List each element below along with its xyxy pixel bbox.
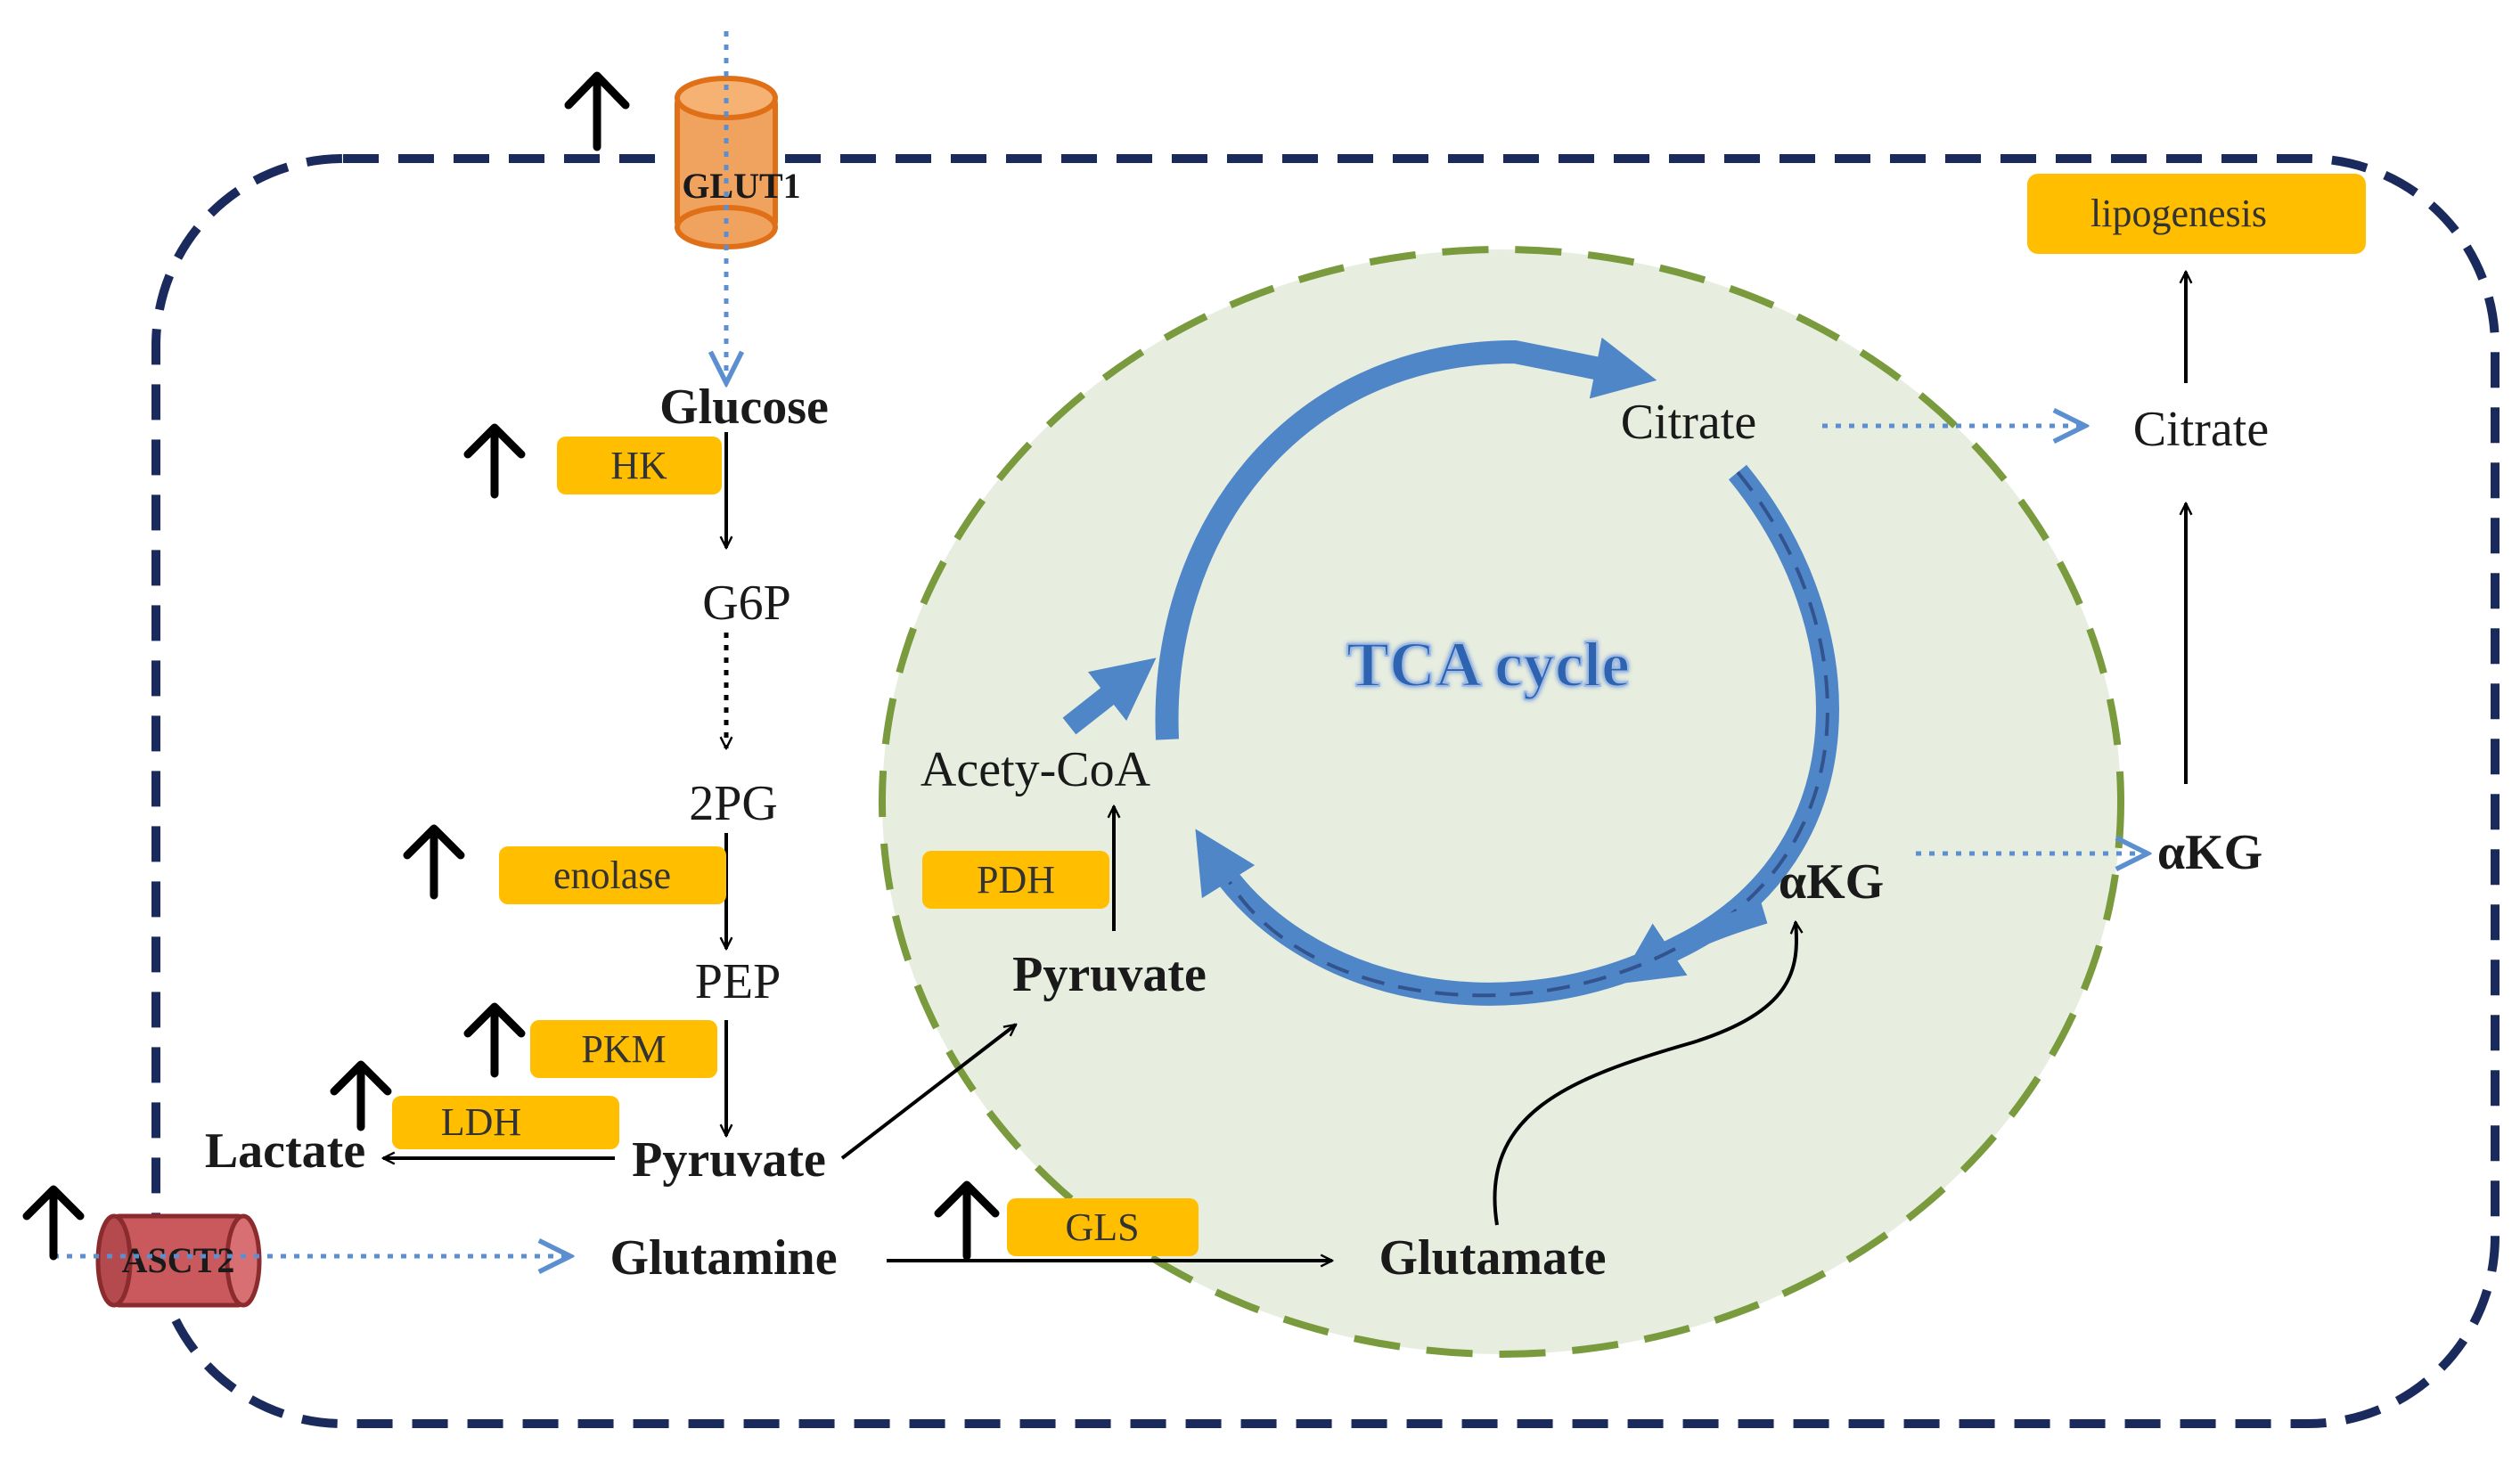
glucose-label: Glucose <box>659 380 829 435</box>
up-arrow-enolase <box>403 824 465 900</box>
lipogenesis-box <box>2027 174 2366 254</box>
pkm-box <box>530 1020 717 1078</box>
pyruvate-mito-label: Pyruvate <box>1012 947 1207 1002</box>
tca-cycle-arrows <box>1062 337 1839 1006</box>
mitochondrion <box>879 246 2124 1358</box>
tca-arc-bottom-dash <box>1228 880 1676 998</box>
pep-label: PEP <box>695 954 781 1009</box>
enolase-box <box>499 846 726 904</box>
transport-arrows <box>53 31 2148 1256</box>
up-arrow-pkm <box>463 1002 526 1078</box>
up-arrow-ldh <box>330 1060 392 1131</box>
glut1-label: GLUT1 <box>682 166 800 206</box>
tca-arc-upper <box>1155 337 1657 740</box>
pdh-label: PDH <box>977 858 1055 902</box>
glutamate-to-akg-arrow <box>1493 922 1796 1226</box>
acetyl-coa-label: Acety-CoA <box>920 742 1151 797</box>
up-arrow-hk <box>463 423 526 499</box>
acetylcoa-feed-arrow <box>1062 657 1157 735</box>
tca-cycle-label: TCA cycle <box>1346 629 1630 700</box>
lipogenesis-label: lipogenesis <box>2090 192 2267 235</box>
akg-cyto-label: αKG <box>2157 825 2262 880</box>
hk-label: HK <box>610 444 667 487</box>
hk-box <box>557 437 722 494</box>
gls-label: GLS <box>1065 1205 1139 1249</box>
pyruvate-to-mito-arrow <box>840 1025 1016 1160</box>
up-arrow-gls <box>934 1180 1000 1261</box>
upregulation-markers <box>22 71 1000 1261</box>
tca-arc-right-dash <box>1674 470 1829 951</box>
citrate-mito-label: Citrate <box>1621 395 1756 450</box>
g6p-label: G6P <box>702 576 791 631</box>
pdh-box <box>922 851 1109 909</box>
up-arrow-asct2 <box>22 1185 85 1261</box>
glutamate-label: Glutamate <box>1379 1230 1606 1286</box>
lactate-label: Lactate <box>205 1123 365 1179</box>
pyruvate-cyto-label: Pyruvate <box>632 1132 826 1188</box>
enzyme-boxes <box>392 174 2366 1256</box>
citrate-cyto-label: Citrate <box>2133 402 2269 457</box>
enolase-label: enolase <box>553 853 671 897</box>
glutamine-label: Glutamine <box>610 1230 837 1286</box>
up-arrow-glut1 <box>564 71 630 151</box>
ldh-label: LDH <box>441 1100 521 1144</box>
glut1-transporter <box>675 76 778 249</box>
akg-mito-label: αKG <box>1779 854 1884 910</box>
asct2-transporter <box>95 1213 262 1308</box>
ldh-box <box>392 1096 619 1149</box>
asct2-label: ASCT2 <box>122 1240 235 1280</box>
cell-membrane <box>151 154 2500 1428</box>
2pg-label: 2PG <box>689 776 778 831</box>
pkm-label: PKM <box>581 1027 666 1071</box>
gls-box <box>1007 1198 1199 1256</box>
